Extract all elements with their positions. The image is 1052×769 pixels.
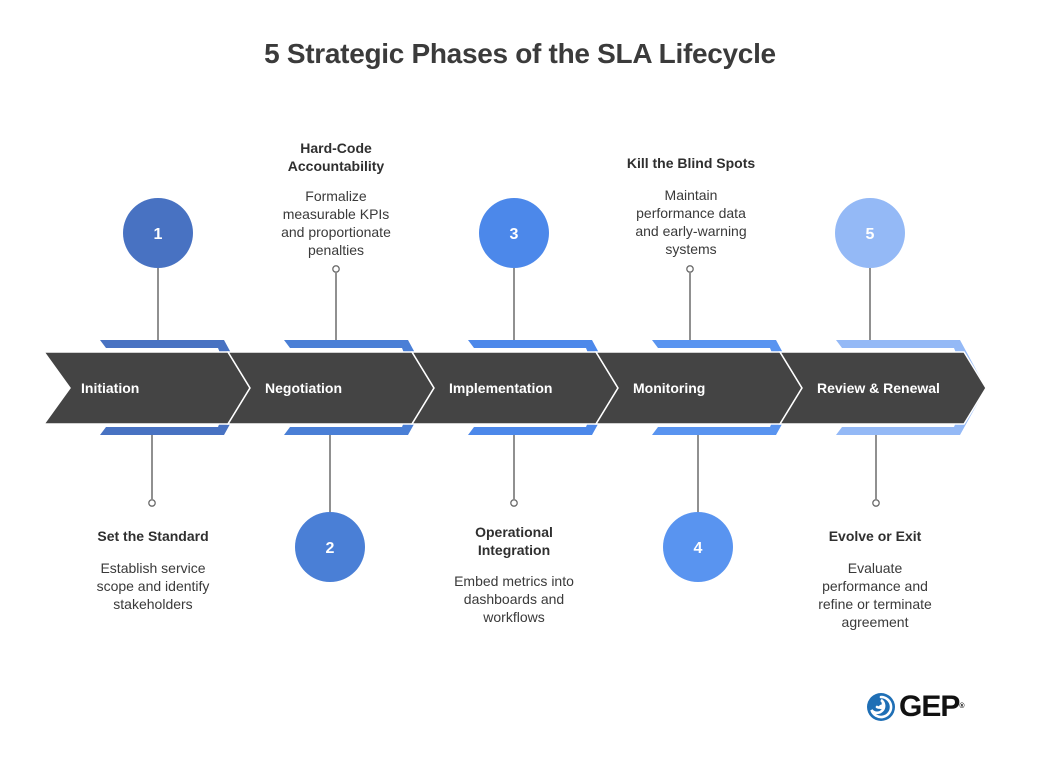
phase-2-stem-dot xyxy=(332,265,340,273)
phase-2-heading: Hard-Code Accountability xyxy=(287,140,385,174)
phase-5-number: 5 xyxy=(866,226,875,243)
phase-3-label: Operational Integration Embed metrics in… xyxy=(440,523,588,626)
phase-5-heading: Evolve or Exit xyxy=(828,528,922,544)
phase-1-number: 1 xyxy=(154,226,163,243)
phase-1-name: Initiation xyxy=(81,380,139,396)
diagram-title: 5 Strategic Phases of the SLA Lifecycle xyxy=(264,38,776,69)
gep-logo-text: GEP® xyxy=(899,690,965,723)
phase-5-stem-dot xyxy=(872,499,880,507)
phase-4-heading: Kill the Blind Spots xyxy=(626,155,756,171)
phase-1-description: Establish service scope and identify sta… xyxy=(96,560,210,612)
phase-5-number-circle xyxy=(835,198,905,268)
phase-4-number-circle xyxy=(663,512,733,582)
phase-4-stem-dot xyxy=(686,265,694,273)
gep-logo: GEP® xyxy=(866,690,965,724)
phase-3-number: 3 xyxy=(510,226,519,243)
phase-1-label: Set the Standard Establish service scope… xyxy=(70,527,236,613)
phase-3-stem-dot xyxy=(510,499,518,507)
registered-mark: ® xyxy=(959,703,964,710)
phase-1-heading: Set the Standard xyxy=(97,528,209,544)
phase-5-segment xyxy=(778,351,987,425)
phase-5-description: Evaluate performance and refine or termi… xyxy=(818,560,932,630)
phase-2-number-circle xyxy=(295,512,365,582)
phase-4-number: 4 xyxy=(694,540,703,557)
phase-5-name: Review & Renewal xyxy=(817,380,940,396)
phase-2-name: Negotiation xyxy=(265,380,342,396)
phase-4-label: Kill the Blind Spots Maintain performanc… xyxy=(614,154,768,258)
gep-wordmark: GEP xyxy=(899,690,960,723)
phase-3-heading: Operational Integration xyxy=(475,524,553,558)
phase-3-description: Embed metrics into dashboards and workfl… xyxy=(454,573,574,625)
phase-2-number: 2 xyxy=(326,540,335,557)
phase-1-stem-dot xyxy=(148,499,156,507)
phase-3-number-circle xyxy=(479,198,549,268)
phase-1-segment xyxy=(42,351,251,425)
phase-2-description: Formalize measurable KPIs and proportion… xyxy=(281,188,391,258)
phase-3-name: Implementation xyxy=(449,380,552,396)
phase-4-name: Monitoring xyxy=(633,380,705,396)
phase-1-number-circle xyxy=(123,198,193,268)
phase-2-label: Hard-Code Accountability Formalize measu… xyxy=(262,139,410,259)
phase-4-description: Maintain performance data and early-warn… xyxy=(635,187,747,257)
gep-swirl-icon xyxy=(867,693,895,721)
phase-5-label: Evolve or Exit Evaluate performance and … xyxy=(800,527,950,631)
